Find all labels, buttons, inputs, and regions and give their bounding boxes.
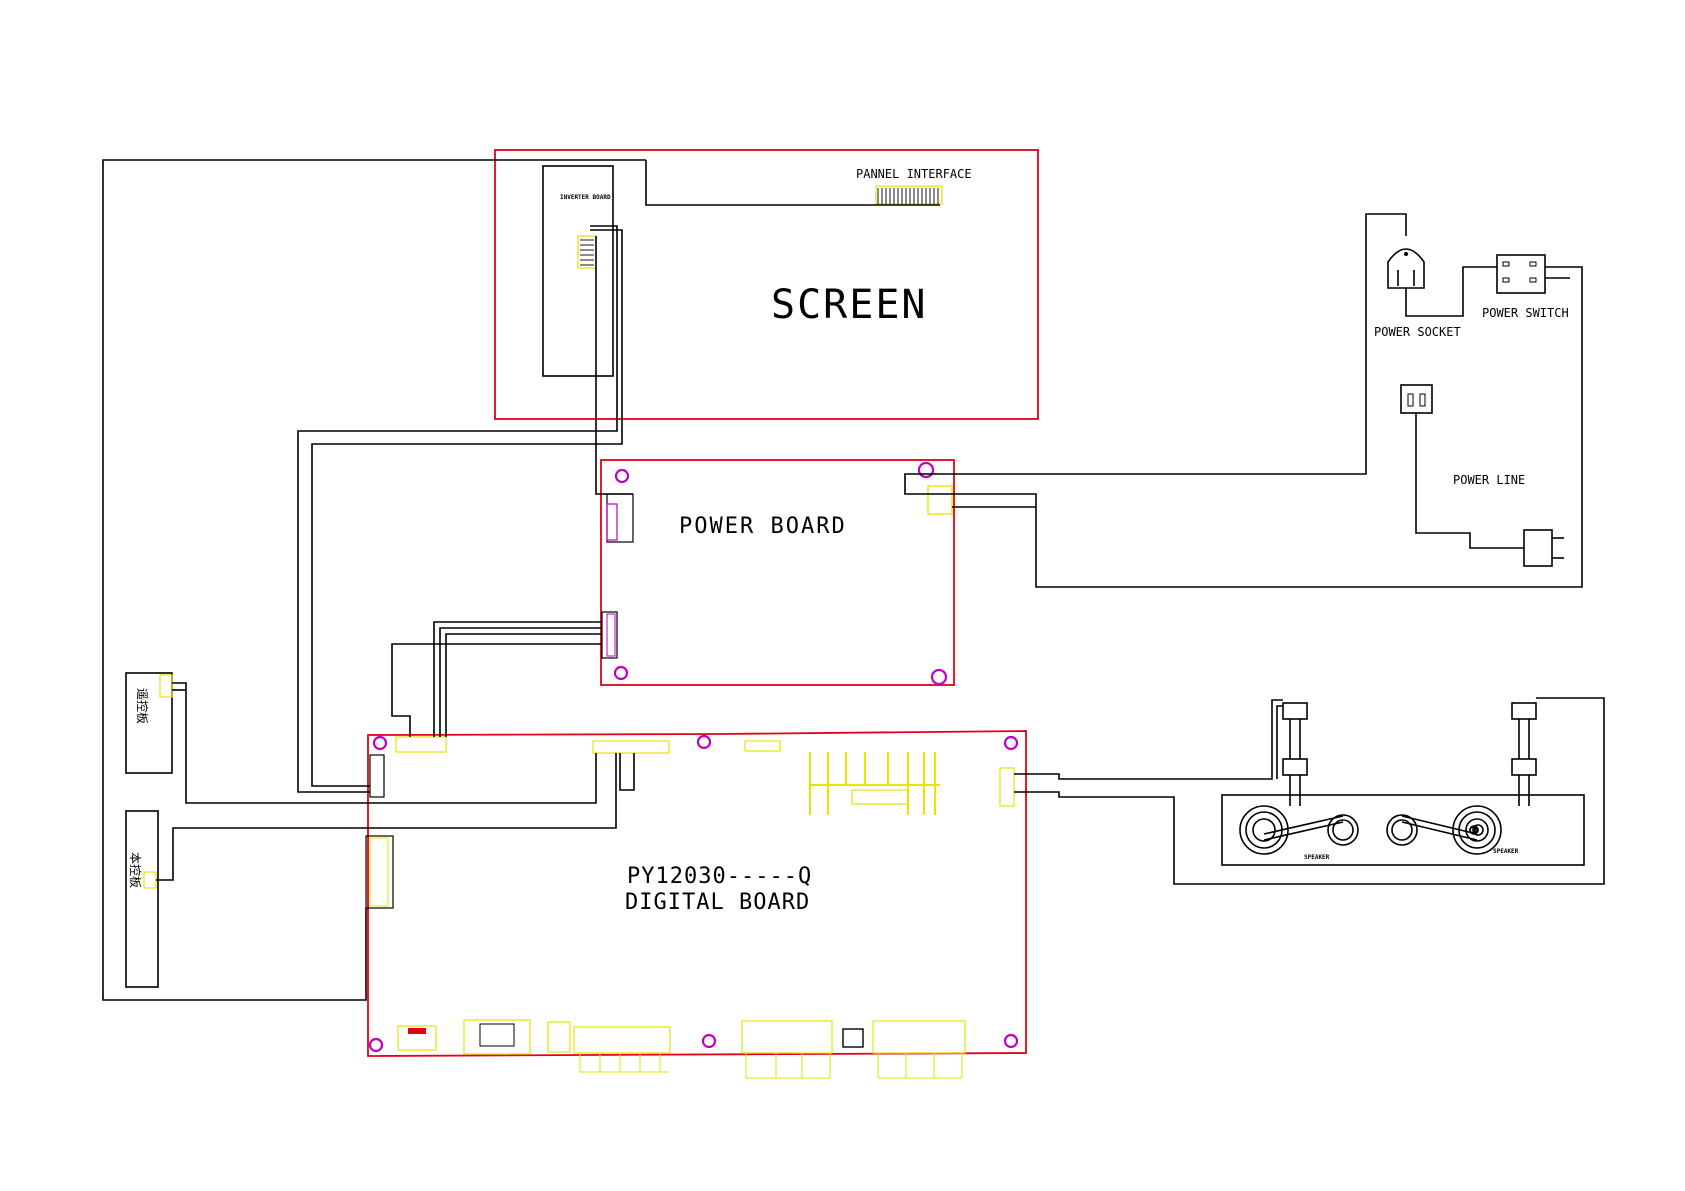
- remote-board-label: 遥控板: [135, 688, 149, 724]
- power-inverter-connector: [607, 494, 633, 542]
- digital-power-connector: [396, 737, 446, 752]
- digital-scart-connector: [873, 1021, 965, 1053]
- digital-key-connector: [593, 741, 669, 753]
- mount-hole: [615, 667, 627, 679]
- power-ac-connector: [928, 486, 952, 514]
- digital-aux-connector: [745, 741, 780, 751]
- inverter-connector: [578, 236, 596, 268]
- speaker-connectors: [1283, 703, 1536, 806]
- inverter-board: INVERTER BOARD: [543, 166, 613, 376]
- mount-hole: [919, 463, 933, 477]
- wire-key: [156, 753, 616, 880]
- pannel-interface-label: PANNEL INTERFACE: [856, 167, 972, 181]
- speaker-right: SPEAKER: [1387, 806, 1519, 855]
- power-board: POWER BOARD: [601, 460, 954, 685]
- mount-hole: [932, 670, 946, 684]
- remote-board: 遥控板: [126, 673, 172, 773]
- speaker-left: SPEAKER: [1240, 806, 1358, 861]
- mount-hole: [703, 1035, 715, 1047]
- digital-av-connector: [574, 1027, 670, 1053]
- digital-audio-connector: [548, 1022, 570, 1052]
- digital-board-label: DIGITAL BOARD: [625, 890, 810, 915]
- mount-hole: [374, 737, 386, 749]
- pannel-interface-pins: [878, 188, 938, 204]
- digital-board-model: PY12030-----Q: [627, 864, 812, 889]
- digital-board: PY12030-----Q DIGITAL BOARD: [366, 731, 1026, 1078]
- digital-vga-connector: [464, 1020, 530, 1054]
- digital-speaker-connector: [1000, 768, 1014, 806]
- wire-power-digital: [434, 622, 602, 737]
- mount-hole: [616, 470, 628, 482]
- wire-inverter-power: [298, 226, 617, 792]
- screen-label: SCREEN: [771, 282, 928, 328]
- mount-hole: [698, 736, 710, 748]
- power-socket-label: POWER SOCKET: [1374, 325, 1461, 339]
- mount-hole: [370, 1039, 382, 1051]
- digital-inverter-connector: [370, 755, 384, 797]
- power-line: POWER LINE: [1401, 385, 1564, 566]
- digital-tuner-chip: [843, 1029, 863, 1047]
- mount-hole: [1005, 737, 1017, 749]
- speaker-left-label: SPEAKER: [1304, 854, 1330, 861]
- inverter-board-label: INVERTER BOARD: [560, 194, 611, 201]
- key-board: 本控板: [126, 811, 158, 987]
- digital-ypbpr-connector: [742, 1021, 832, 1053]
- wire-speaker-left: [1014, 700, 1283, 779]
- power-board-label: POWER BOARD: [679, 514, 847, 539]
- wire-lvds: [103, 160, 646, 1000]
- wire-ac-socket: [905, 214, 1406, 486]
- key-board-label: 本控板: [128, 852, 142, 888]
- component-cluster: [810, 752, 940, 815]
- power-line-label: POWER LINE: [1453, 473, 1525, 487]
- power-socket: POWER SOCKET: [1374, 249, 1461, 339]
- screen-panel: SCREEN PANNEL INTERFACE: [495, 150, 1038, 419]
- power-switch-label: POWER SWITCH: [1482, 306, 1569, 320]
- mount-hole: [1005, 1035, 1017, 1047]
- power-switch: POWER SWITCH: [1482, 255, 1569, 320]
- speaker-right-label: SPEAKER: [1493, 848, 1519, 855]
